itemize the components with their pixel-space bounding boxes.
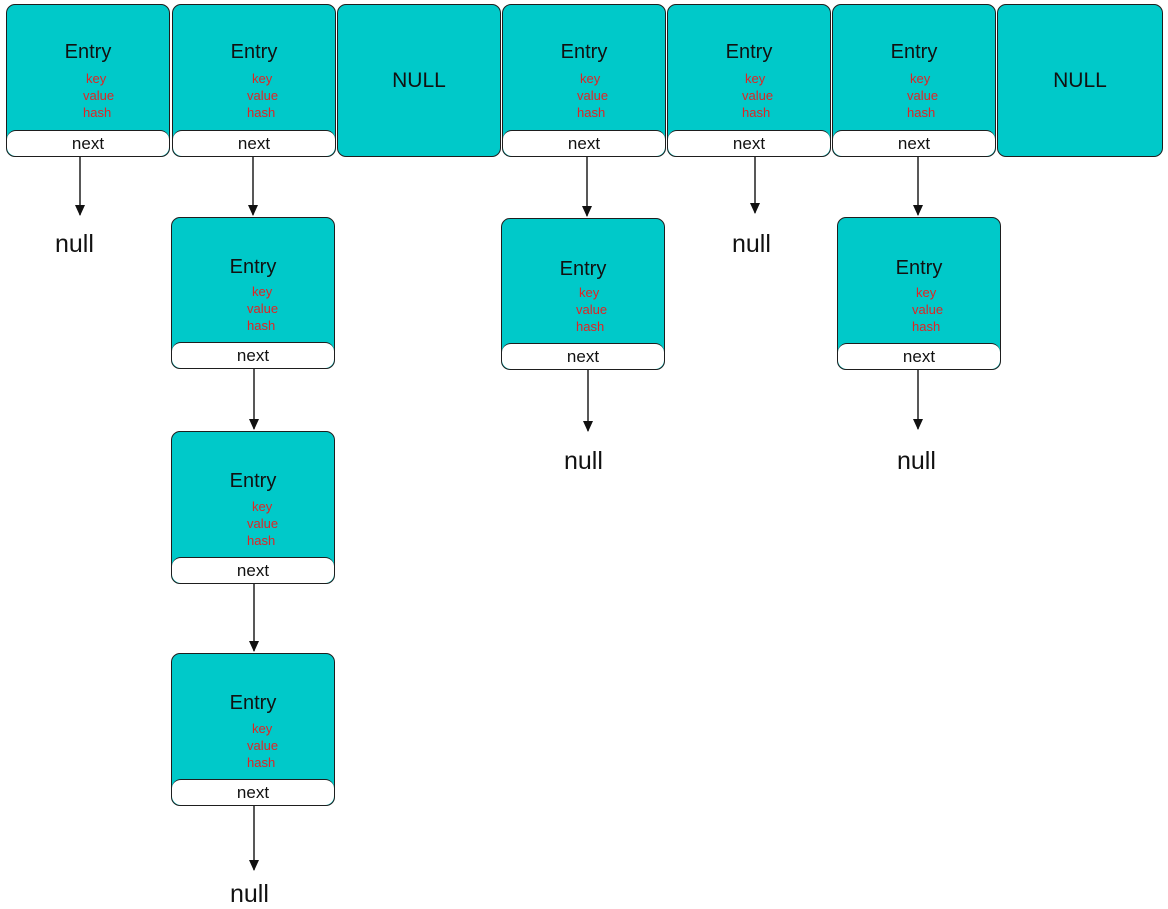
entry-title: Entry <box>230 41 278 63</box>
entry-next-pointer: next <box>668 130 830 156</box>
entry-title: Entry <box>559 258 607 280</box>
entry-key-field: key <box>745 71 766 86</box>
bucket-0-entry: Entry key value hash next <box>6 4 170 157</box>
entry-key-field: key <box>910 71 931 86</box>
null-slot-label: NULL <box>1053 68 1107 92</box>
entry-title: Entry <box>895 257 943 279</box>
bucket-2-null-slot: NULL <box>337 4 501 157</box>
entry-value-field: value <box>247 301 279 316</box>
entry-next-pointer: next <box>502 343 664 369</box>
entry-hash-field: hash <box>247 533 276 548</box>
entry-next-pointer: next <box>7 130 169 156</box>
entry-title: Entry <box>64 41 112 63</box>
chain-1-entry-3: Entry key value hash next <box>171 431 335 584</box>
entry-title: Entry <box>229 256 277 278</box>
terminal-null-bucket-0: null <box>55 230 94 258</box>
terminal-null-chain-1: null <box>230 880 269 908</box>
entry-value-field: value <box>912 302 944 317</box>
entry-value-field: value <box>247 88 279 103</box>
entry-title: Entry <box>560 41 608 63</box>
entry-hash-field: hash <box>83 105 112 120</box>
entry-next-pointer: next <box>833 130 995 156</box>
entry-title: Entry <box>229 692 277 714</box>
entry-hash-field: hash <box>247 318 276 333</box>
entry-value-field: value <box>83 88 115 103</box>
entry-next-pointer: next <box>172 557 334 583</box>
chain-5-entry-2: Entry key value hash next <box>837 217 1001 370</box>
chain-1-entry-4: Entry key value hash next <box>171 653 335 806</box>
bucket-5-entry: Entry key value hash next <box>832 4 996 157</box>
entry-title: Entry <box>725 41 773 63</box>
entry-next-pointer: next <box>172 779 334 805</box>
entry-key-field: key <box>252 499 273 514</box>
bucket-3-entry: Entry key value hash next <box>502 4 666 157</box>
terminal-null-chain-3: null <box>564 447 603 475</box>
terminal-null-bucket-4: null <box>732 230 771 258</box>
entry-hash-field: hash <box>247 755 276 770</box>
entry-value-field: value <box>742 88 774 103</box>
entry-key-field: key <box>580 71 601 86</box>
chain-3-entry-2: Entry key value hash next <box>501 218 665 370</box>
entry-key-field: key <box>252 284 273 299</box>
bucket-4-entry: Entry key value hash next <box>667 4 831 157</box>
entry-value-field: value <box>247 738 279 753</box>
entry-title: Entry <box>229 470 277 492</box>
entry-next-pointer: next <box>172 342 334 368</box>
entry-next-pointer: next <box>838 343 1000 369</box>
entry-value-field: value <box>907 88 939 103</box>
terminal-null-chain-5: null <box>897 447 936 475</box>
entry-hash-field: hash <box>742 105 771 120</box>
entry-hash-field: hash <box>912 319 941 334</box>
bucket-6-null-slot: NULL <box>997 4 1163 157</box>
entry-hash-field: hash <box>577 105 606 120</box>
entry-key-field: key <box>579 285 600 300</box>
entry-key-field: key <box>86 71 107 86</box>
entry-value-field: value <box>576 302 608 317</box>
entry-value-field: value <box>247 516 279 531</box>
bucket-1-entry: Entry key value hash next <box>172 4 336 157</box>
chain-1-entry-2: Entry key value hash next <box>171 217 335 369</box>
entry-title: Entry <box>890 41 938 63</box>
entry-key-field: key <box>252 71 273 86</box>
entry-hash-field: hash <box>907 105 936 120</box>
entry-key-field: key <box>252 721 273 736</box>
entry-next-pointer: next <box>173 130 335 156</box>
entry-next-pointer: next <box>503 130 665 156</box>
entry-value-field: value <box>577 88 609 103</box>
entry-hash-field: hash <box>576 319 605 334</box>
entry-hash-field: hash <box>247 105 276 120</box>
null-slot-label: NULL <box>392 68 446 92</box>
entry-key-field: key <box>916 285 937 300</box>
